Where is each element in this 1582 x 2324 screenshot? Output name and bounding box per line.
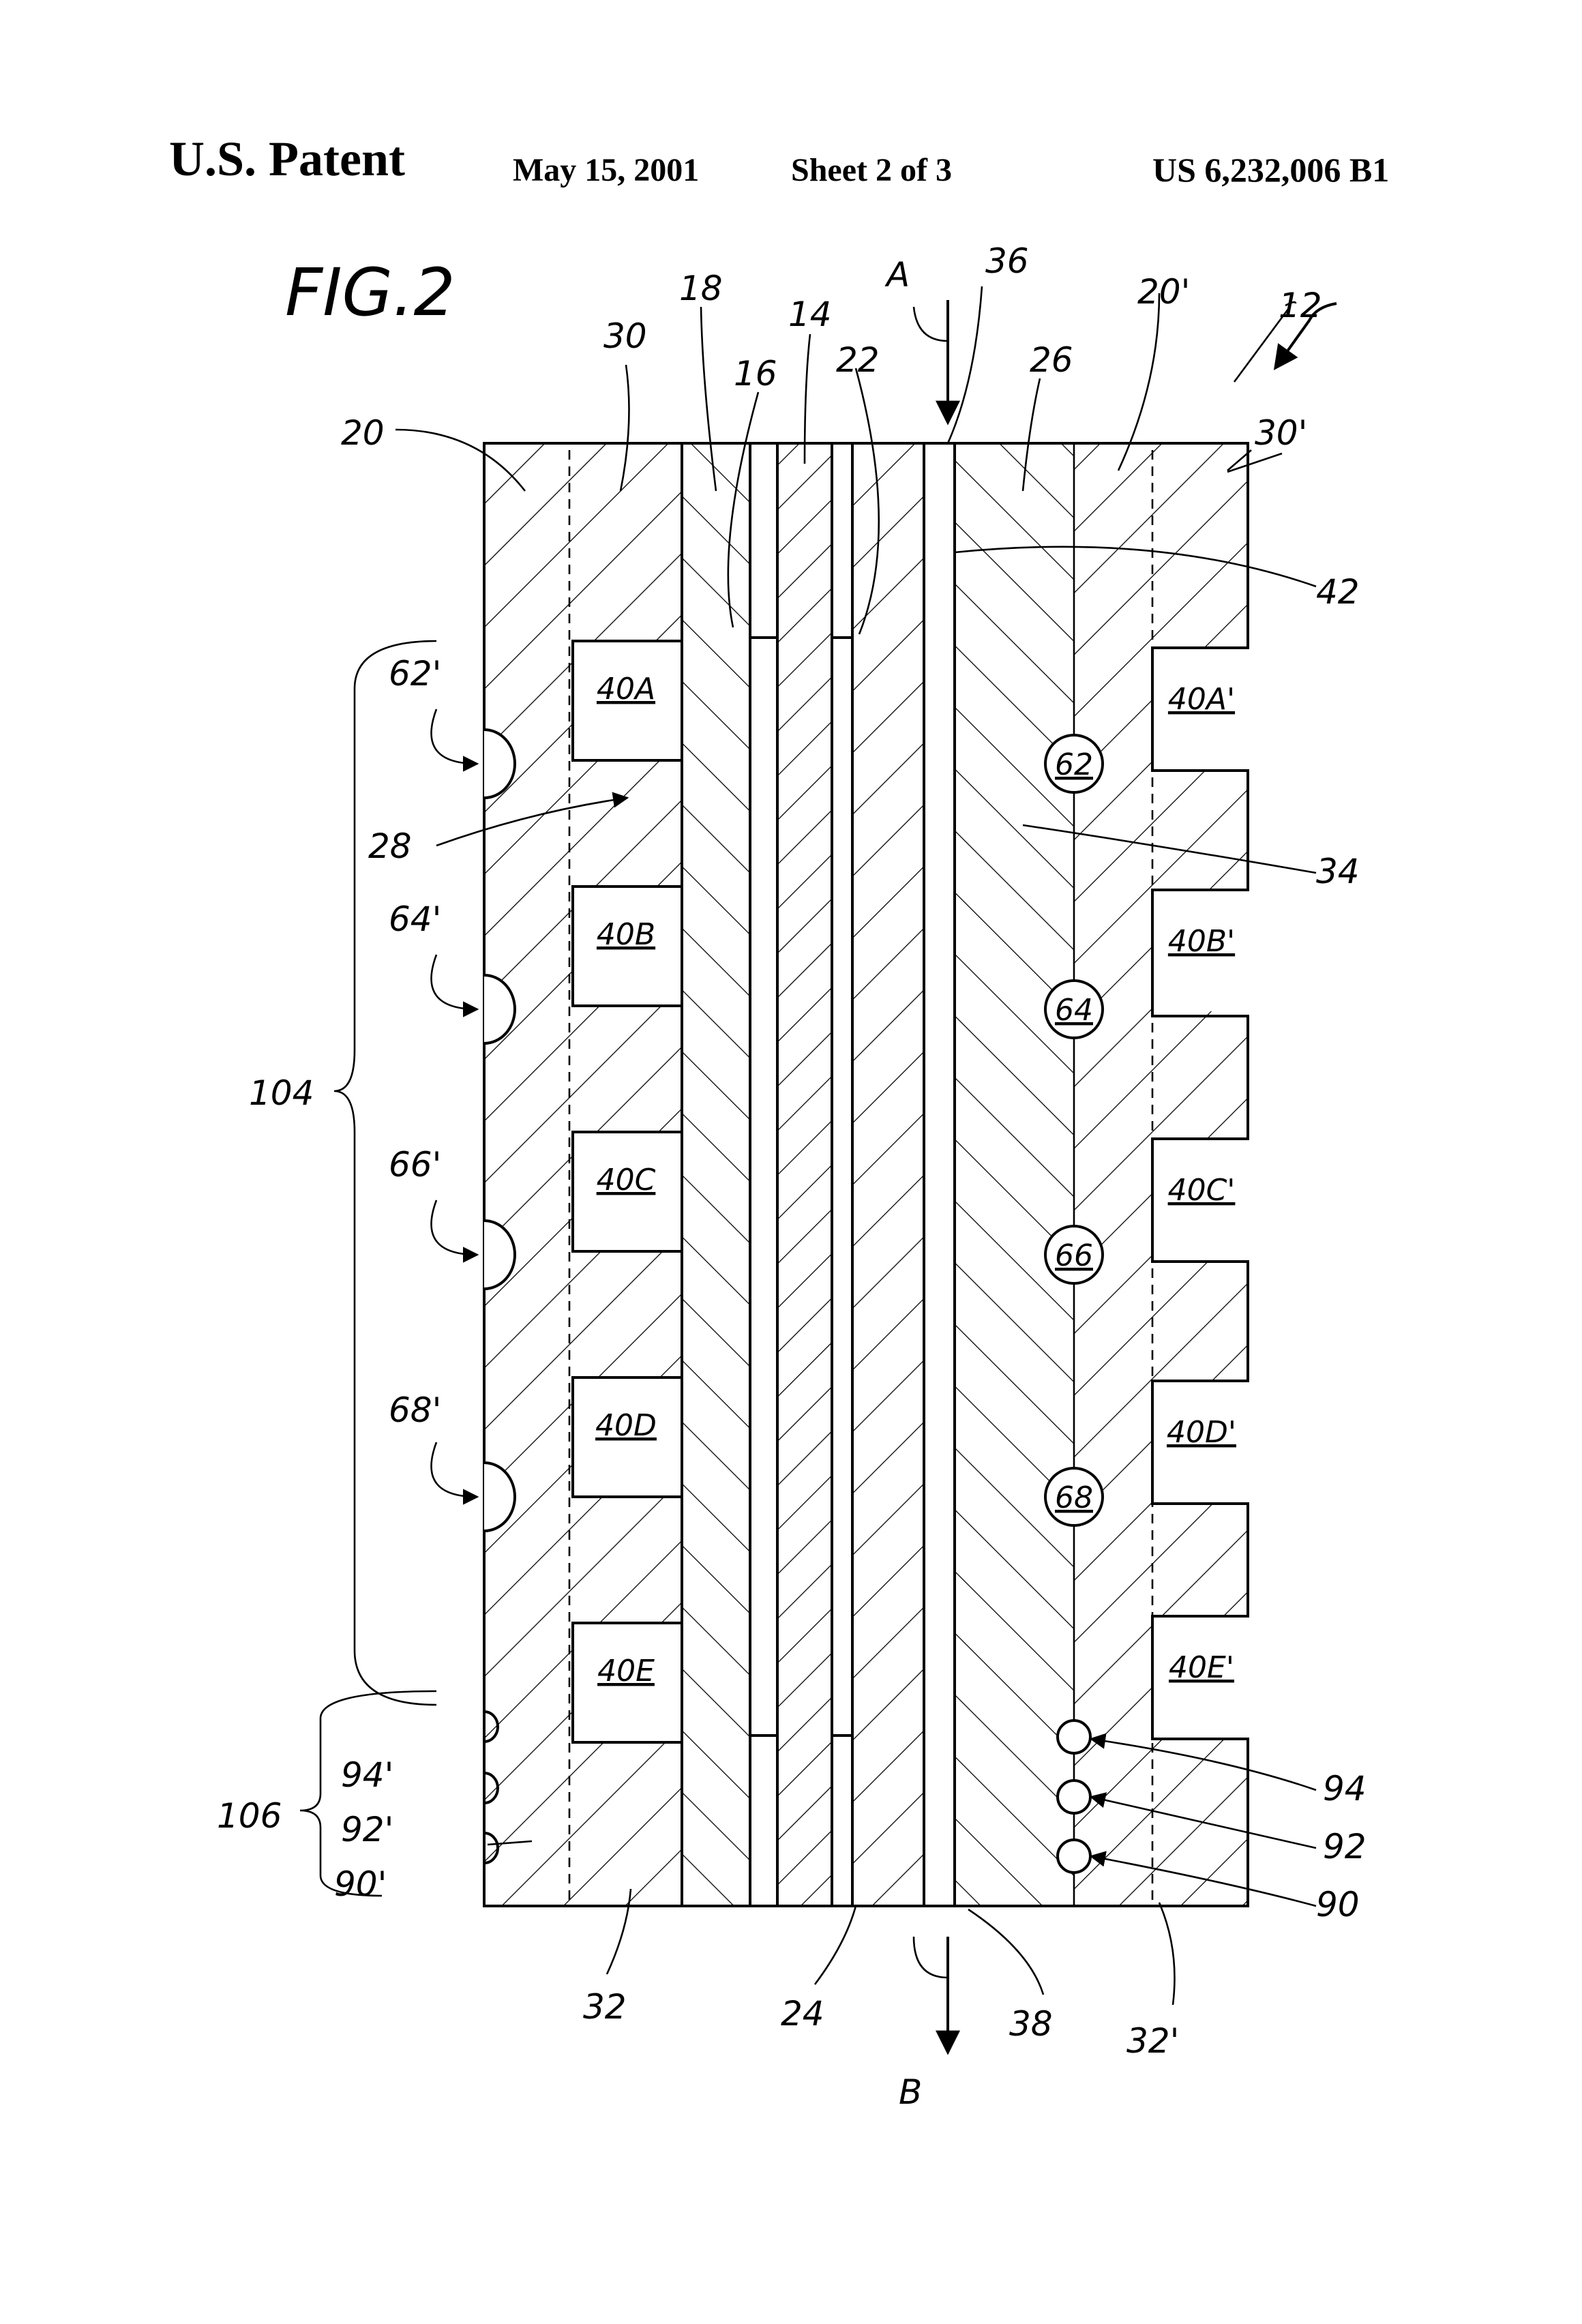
label-90p: 90'	[334, 1864, 387, 1904]
chamber-label-40b: 40B	[597, 917, 655, 952]
label-12: 12	[1279, 286, 1322, 325]
chamber-label-right-1: 40B'	[1168, 924, 1235, 959]
label-62p: 62'	[389, 654, 441, 694]
label-34: 34	[1316, 852, 1360, 891]
label-26: 26	[1030, 340, 1073, 380]
label-36: 36	[985, 241, 1029, 281]
label-64p: 64'	[389, 899, 441, 939]
label-16: 16	[734, 354, 777, 393]
label-20p: 20'	[1137, 272, 1190, 312]
label-14: 14	[788, 295, 832, 334]
left-inner-layer-18	[682, 443, 750, 1906]
label-38: 38	[1009, 2004, 1053, 2044]
bump-leader-2	[432, 1200, 478, 1255]
label-32p: 32'	[1126, 2021, 1179, 2061]
label-94p: 94'	[341, 1755, 393, 1795]
flow-label-b: B	[899, 2072, 922, 2112]
bump-leader-3	[432, 1442, 478, 1497]
label-94: 94	[1323, 1769, 1367, 1808]
chamber-label-right-0: 40A'	[1168, 682, 1235, 717]
layer-24	[852, 443, 924, 1906]
label-42: 42	[1316, 572, 1360, 612]
chamber-label-40a: 40A	[597, 672, 655, 706]
port-circle-label-68: 68	[1055, 1480, 1093, 1515]
label-28: 28	[368, 826, 412, 866]
label-18: 18	[679, 269, 723, 308]
flow-label-a: A	[884, 255, 910, 295]
slot-22	[832, 638, 852, 1735]
chamber-label-40c: 40C	[597, 1163, 656, 1197]
port-90	[1058, 1840, 1090, 1873]
right-inner-layer-26	[955, 443, 1074, 1906]
bump-leader-1	[432, 955, 478, 1009]
chamber-label-right-4: 40E'	[1169, 1650, 1234, 1685]
label-90: 90	[1316, 1885, 1360, 1924]
label-20: 20	[341, 413, 385, 453]
label-66p: 66'	[389, 1145, 441, 1185]
label-32: 32	[583, 1987, 627, 2027]
chamber-label-40e: 40E	[597, 1654, 655, 1688]
chamber-label-right-2: 40C'	[1168, 1173, 1236, 1208]
label-30p: 30'	[1255, 413, 1307, 453]
port-circle-label-66: 66	[1055, 1238, 1093, 1273]
channel-42	[924, 443, 955, 1906]
port-circle-label-62: 62	[1055, 747, 1093, 782]
port-circle-label-64: 64	[1055, 993, 1093, 1028]
label-92p: 92'	[341, 1810, 393, 1849]
label-68p: 68'	[389, 1390, 441, 1430]
label-24: 24	[781, 1994, 824, 2034]
figure-title: FIG.2	[285, 254, 456, 331]
chamber-label-40d: 40D	[595, 1408, 657, 1443]
label-22: 22	[836, 340, 880, 380]
label-104: 104	[249, 1073, 314, 1113]
chamber-label-right-3: 40D'	[1167, 1415, 1236, 1450]
port-94	[1058, 1720, 1090, 1753]
label-30: 30	[603, 316, 647, 356]
port-92	[1058, 1781, 1090, 1813]
slot-16	[750, 638, 777, 1735]
layer-14	[777, 443, 832, 1906]
label-92: 92	[1323, 1827, 1367, 1866]
bump-leader-0	[432, 709, 478, 764]
label-106: 106	[217, 1796, 282, 1836]
